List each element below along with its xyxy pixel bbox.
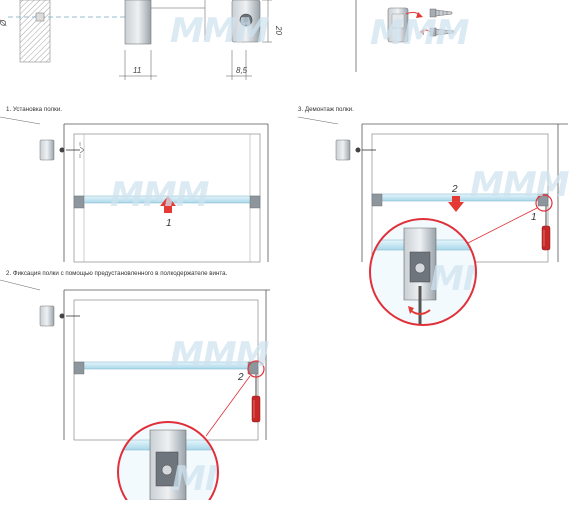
step-1-caption: 1. Установка полки. — [6, 106, 62, 113]
arrowhead-red — [416, 12, 423, 18]
step-2-caption: 2. Фиксация полки с помощью предустановл… — [6, 270, 228, 277]
lens-a-arrowhead — [408, 306, 414, 314]
p1-bracket-outside — [39, 139, 55, 161]
bracket-face — [391, 13, 405, 29]
screw-center — [243, 17, 249, 23]
p1-pin — [59, 147, 65, 153]
p3-screwdriver — [541, 206, 551, 251]
lens-a-screw — [414, 262, 426, 274]
p1-step-number: 1 — [166, 218, 172, 229]
wall-section — [19, 0, 51, 63]
arrowhead-red-2 — [420, 29, 424, 35]
p2-callout-line — [205, 375, 251, 437]
p3-step-number-2: 2 — [451, 184, 458, 195]
p3-shelf-bracket-right — [537, 193, 549, 207]
p1-shelf-bracket-right — [249, 195, 261, 209]
p3-magnifier-lens: MMM — [369, 218, 530, 326]
p3-callout-line — [465, 207, 538, 245]
watermark-5: MMM — [430, 259, 530, 299]
p2-pin — [59, 313, 65, 319]
p3-small-focus-circle — [535, 194, 553, 212]
step-3-caption: 3. Демонтаж полки. — [298, 106, 354, 113]
bracket-side-view — [124, 0, 152, 45]
p2-small-focus-circle — [247, 360, 265, 378]
p3-step-number-1: 1 — [531, 212, 537, 223]
dim-diameter-label: Ø — [0, 19, 8, 27]
lens-b-screw — [161, 464, 173, 476]
panel-step-1: 1 MMM — [0, 116, 269, 263]
watermark-7: MMM — [172, 459, 272, 499]
p2-shelf-bracket-left — [73, 361, 85, 375]
p2-magnifier-lens: MMM — [117, 421, 272, 505]
p1-shelf-bracket-left — [73, 195, 85, 209]
lens-a-ring — [369, 218, 477, 326]
p3-down-arrow — [448, 196, 464, 212]
p1-up-arrow — [160, 196, 176, 213]
p1-pin-hole — [79, 142, 85, 158]
top-left-dimension-drawing: 11 Ø 20 8,5 MMM — [0, 0, 283, 80]
panel-step-2: 2 MMM MMM — [0, 279, 272, 505]
p2-wall-edge — [0, 279, 41, 291]
watermark-1: MMM — [170, 11, 270, 51]
p3-bracket-outside — [335, 139, 351, 161]
p2-screwdriver — [251, 374, 261, 423]
p2-bracket-outside — [39, 305, 55, 327]
screw-2-icon — [429, 27, 455, 37]
screw-1-icon — [429, 8, 453, 18]
p3-pin — [355, 147, 361, 153]
pin-head — [35, 12, 45, 22]
dim-height-label: 20 — [274, 25, 283, 35]
panel-step-3: 2 1 MMM MMM — [297, 116, 571, 326]
lens-b-ring — [117, 421, 219, 505]
top-right-bracket-screws: MMM — [355, 0, 471, 72]
watermark-3: MMM — [110, 175, 210, 215]
watermark-2: MMM — [370, 13, 470, 53]
p3-wall-edge — [297, 116, 339, 125]
p1-wall-edge — [0, 116, 41, 125]
dim-depth-label: 11 — [133, 66, 141, 75]
watermark-6: MMM — [170, 335, 270, 375]
p3-shelf-bracket-left — [371, 193, 383, 207]
p2-step-number: 2 — [237, 372, 244, 383]
watermark-4: MMM — [470, 165, 570, 205]
dim-width-label: 8,5 — [236, 66, 248, 75]
